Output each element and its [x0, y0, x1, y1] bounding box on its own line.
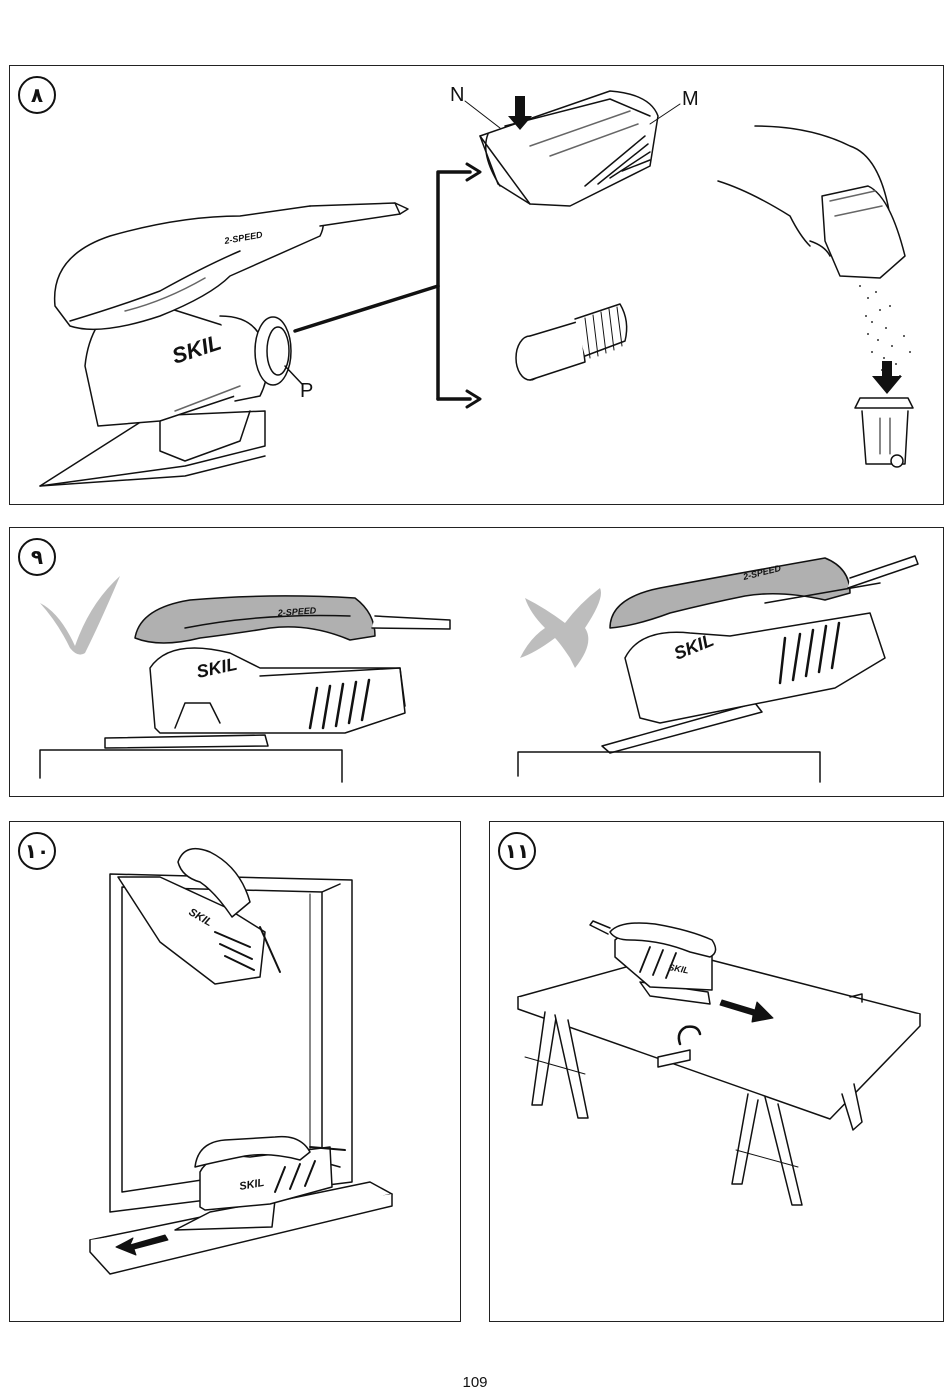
step-badge-8: ٨	[18, 76, 56, 114]
vacuum-adapter	[515, 303, 628, 381]
sander-on-window-pane	[117, 847, 281, 985]
figure-8-illustration: SKIL 2-SPEED	[39, 90, 914, 487]
clamp	[677, 1025, 702, 1046]
figure-10-panel: ١٠	[9, 821, 461, 1322]
sander-correct-position	[104, 595, 451, 749]
dust-container	[464, 90, 681, 207]
callout-m-label: M	[682, 88, 699, 110]
callout-p-label: P	[300, 380, 314, 402]
dust-particles	[859, 285, 911, 377]
sander-brand-label-lower: SKIL	[238, 1177, 265, 1193]
arrow-head-lower	[465, 389, 482, 409]
waste-bin-icon	[854, 397, 914, 468]
work-surface-left	[39, 749, 343, 783]
figure-11-panel: ١١	[489, 821, 944, 1322]
branch-arrows	[293, 170, 472, 401]
figure-9-panel: ٩	[9, 527, 944, 797]
figure-11-illustration: SKIL	[517, 920, 921, 1206]
step-badge-11: ١١	[498, 832, 536, 870]
figure-8-panel: ٨ N M P	[9, 65, 944, 505]
sander-speed-label-left: 2-SPEED	[276, 605, 317, 618]
check-mark-icon	[40, 576, 120, 655]
cross-mark-icon	[520, 588, 601, 668]
sander-incorrect-position	[601, 555, 919, 754]
hand-emptying	[717, 125, 906, 279]
work-surface-right	[517, 751, 821, 783]
step-badge-10: ١٠	[18, 832, 56, 870]
step-badge-9: ٩	[18, 538, 56, 576]
direction-arrow-icon	[115, 1234, 169, 1256]
motion-arrow-icon	[719, 999, 774, 1023]
sander-on-window-sill	[174, 1135, 346, 1231]
figure-10-illustration: SKIL SKIL	[89, 847, 393, 1275]
down-arrow-icon	[872, 361, 902, 394]
arrow-head-upper	[465, 162, 482, 182]
workbench	[517, 951, 921, 1206]
press-arrow-icon	[508, 96, 532, 130]
sander-side-view	[39, 202, 409, 487]
window-frame	[109, 873, 353, 1213]
page-number: 109	[462, 1374, 488, 1391]
figure-9-illustration: SKIL 2-SPEED SKIL 2-SPEED	[39, 555, 919, 783]
sander-brand-label-bench: SKIL	[668, 962, 690, 975]
callout-n-label: N	[450, 84, 465, 106]
sander-on-workbench	[589, 920, 717, 1005]
